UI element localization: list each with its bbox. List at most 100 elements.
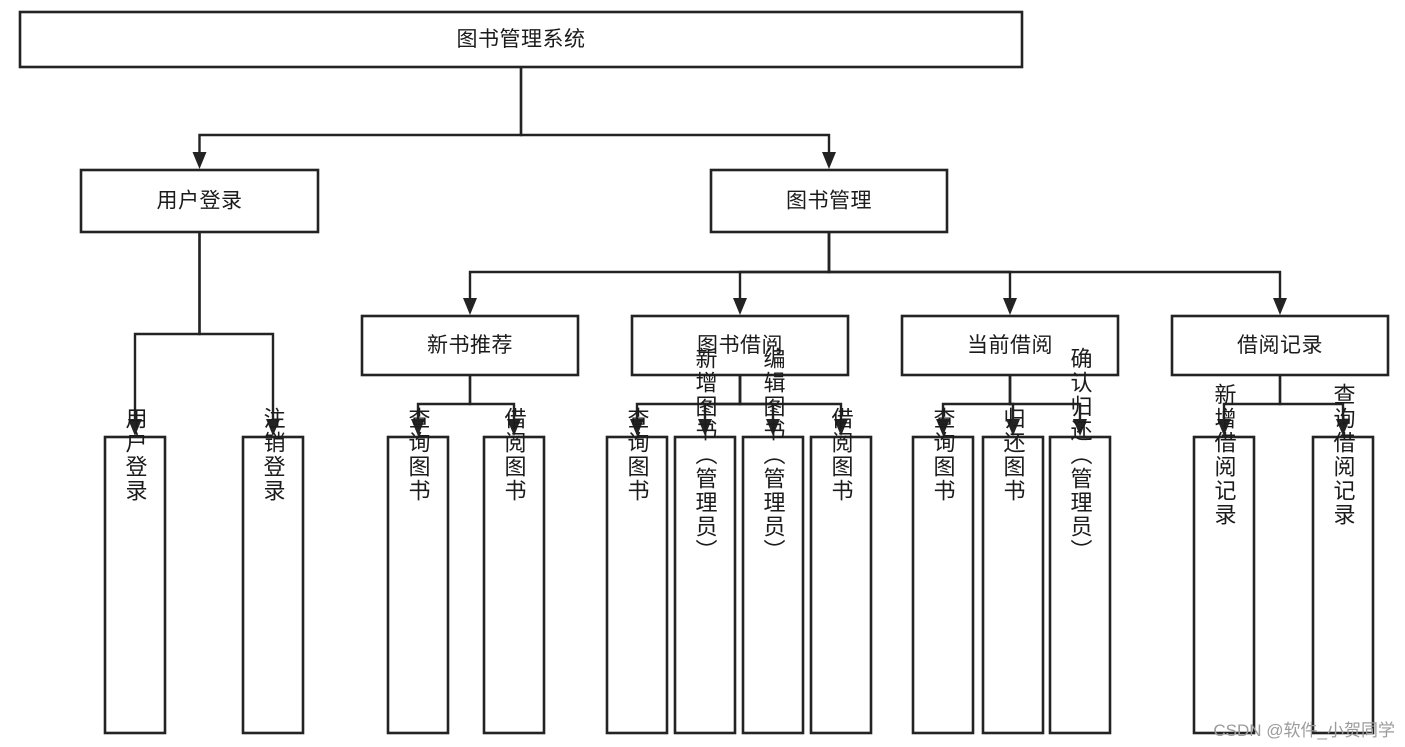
arrow-head-icon (1073, 419, 1087, 436)
node-level3-borrow-record[interactable]: 借阅记录 (1170, 314, 1390, 377)
connector-user-login-to-leaf-user-logout (198, 232, 280, 436)
node-root[interactable]: 图书管理系统 (18, 10, 1024, 69)
node-box[interactable] (18, 10, 1024, 69)
connector-user-login-to-leaf-user-login (128, 232, 201, 436)
connector-path (133, 232, 201, 424)
connector-path (827, 232, 1012, 303)
node-leaf-leaf-add-book[interactable]: 新增图书（管理员） (673, 347, 737, 735)
connector-book-borrow-to-leaf-borrow-book-2 (738, 375, 848, 436)
arrow-head-icon (128, 419, 142, 436)
arrow-head-icon (766, 419, 780, 436)
node-leaf-leaf-query-record[interactable]: 查询借阅记录 (1311, 383, 1375, 735)
connector-path (1278, 375, 1345, 424)
arrow-head-icon (1273, 298, 1287, 315)
node-box[interactable] (386, 435, 450, 735)
node-label: 注销登录 (261, 407, 286, 503)
connector-book-manage-to-book-borrow (733, 232, 831, 315)
node-box[interactable] (673, 435, 737, 735)
connector-book-manage-to-borrow-record (827, 232, 1287, 315)
node-box[interactable] (911, 435, 975, 735)
node-box[interactable] (79, 168, 320, 234)
node-label: 图书借阅 (697, 334, 783, 357)
connector-path (1008, 375, 1082, 424)
node-box[interactable] (741, 435, 805, 735)
node-label: 当前借阅 (967, 334, 1053, 357)
node-box[interactable] (809, 435, 873, 735)
connector-path (738, 232, 831, 303)
connector-current-borrow-to-leaf-confirm-return (1008, 375, 1087, 436)
node-box[interactable] (241, 435, 305, 735)
node-box[interactable] (605, 435, 669, 735)
node-label: 归还图书 (1001, 407, 1026, 503)
node-label: 用户登录 (157, 190, 243, 213)
node-leaf-leaf-query-book-3[interactable]: 查询图书 (911, 407, 975, 735)
arrow-head-icon (733, 298, 747, 315)
arrow-head-icon (507, 419, 521, 436)
connector-book-manage-to-current-borrow (827, 232, 1017, 315)
node-label: 新书推荐 (427, 334, 513, 357)
arrow-head-icon (834, 419, 848, 436)
watermark-text: CSDN @软件_小贺同学 (1213, 721, 1395, 740)
connector-root-to-book-manage (519, 67, 836, 169)
node-box[interactable] (981, 435, 1045, 735)
node-level3-new-book-rec[interactable]: 新书推荐 (360, 314, 580, 377)
node-label: 图书管理 (786, 190, 872, 213)
arrow-head-icon (192, 152, 207, 169)
arrow-head-icon (411, 419, 425, 436)
node-label: 用户登录 (123, 407, 148, 503)
node-box[interactable] (1311, 435, 1375, 735)
node-box[interactable] (900, 314, 1120, 377)
node-leaf-leaf-query-book-1[interactable]: 查询图书 (386, 407, 450, 735)
node-label: 借阅图书 (502, 407, 527, 503)
node-label: 查询图书 (931, 407, 956, 503)
arrow-head-icon (1217, 419, 1231, 436)
node-level2-book-manage[interactable]: 图书管理 (709, 168, 949, 234)
arrow-head-icon (1336, 419, 1350, 436)
node-label: 图书管理系统 (457, 28, 586, 51)
node-label: 借阅图书 (829, 407, 854, 503)
connector-new-book-rec-to-leaf-borrow-book-1 (468, 375, 521, 436)
node-leaf-leaf-user-logout[interactable]: 注销登录 (241, 407, 305, 735)
node-box[interactable] (1048, 435, 1112, 735)
node-leaf-leaf-query-book-2[interactable]: 查询图书 (605, 407, 669, 735)
node-label: 查询借阅记录 (1331, 383, 1356, 527)
node-box[interactable] (709, 168, 949, 234)
connector-path (198, 67, 523, 157)
node-box[interactable] (1170, 314, 1390, 377)
connector-path (198, 232, 275, 424)
node-label: 新增借阅记录 (1212, 383, 1237, 527)
connector-root-to-user-login (192, 67, 523, 169)
node-box[interactable] (482, 435, 546, 735)
node-leaf-leaf-borrow-book-1[interactable]: 借阅图书 (482, 407, 546, 735)
arrow-head-icon (698, 419, 712, 436)
node-label: 借阅记录 (1237, 334, 1323, 357)
node-box[interactable] (360, 314, 580, 377)
node-level3-book-borrow[interactable]: 图书借阅 (630, 314, 850, 377)
node-leaf-leaf-borrow-book-2[interactable]: 借阅图书 (809, 407, 873, 735)
node-leaf-leaf-user-login[interactable]: 用户登录 (103, 407, 167, 735)
node-label: 查询图书 (625, 407, 650, 503)
connector-book-manage-to-new-book-rec (463, 232, 831, 315)
connector-path (827, 232, 1282, 303)
arrow-head-icon (1006, 419, 1020, 436)
node-box[interactable] (630, 314, 850, 377)
node-box[interactable] (103, 435, 167, 735)
connector-path (468, 375, 516, 424)
node-level3-current-borrow[interactable]: 当前借阅 (900, 314, 1120, 377)
connector-lines-layer (128, 67, 1350, 436)
node-leaf-leaf-edit-book[interactable]: 编辑图书（管理员） (741, 347, 805, 735)
connector-path (468, 232, 831, 303)
arrow-head-icon (266, 419, 280, 436)
arrow-head-icon (1003, 298, 1017, 315)
arrow-head-icon (463, 298, 477, 315)
node-label: 新增图书（管理员） (693, 347, 718, 563)
arrow-head-icon (630, 419, 644, 436)
node-leaf-leaf-add-record[interactable]: 新增借阅记录 (1192, 383, 1256, 735)
nodes-layer: 图书管理系统用户登录图书管理新书推荐图书借阅当前借阅借阅记录用户登录注销登录查询… (18, 10, 1390, 735)
node-level2-user-login[interactable]: 用户登录 (79, 168, 320, 234)
node-leaf-leaf-return-book[interactable]: 归还图书 (981, 407, 1045, 735)
arrow-head-icon (936, 419, 950, 436)
node-leaf-leaf-confirm-return[interactable]: 确认归还（管理员） (1048, 347, 1112, 735)
node-box[interactable] (1192, 435, 1256, 735)
